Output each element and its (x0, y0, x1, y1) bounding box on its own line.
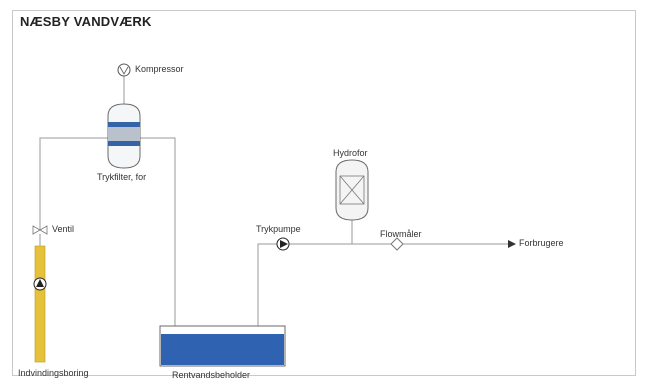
pipes (39, 76, 508, 330)
pressure-pump-icon (276, 237, 290, 251)
page-title: NÆSBY VANDVÆRK (20, 14, 152, 29)
compressor-icon (117, 63, 131, 77)
pipe-filter-ventil (39, 137, 108, 230)
label-indvindingsboring: Indvindingsboring (18, 368, 89, 378)
label-trykpumpe: Trykpumpe (256, 224, 301, 234)
arrow-to-consumers-icon (508, 240, 516, 248)
label-rentvandsbeholder: Rentvandsbeholder (172, 370, 251, 380)
diagram-frame (12, 10, 636, 376)
label-forbrugere: Forbrugere (519, 238, 564, 248)
pressure-filter-vessel (107, 103, 141, 169)
label-hydrofor: Hydrofor (333, 148, 368, 158)
label-flowmaler: Flowmåler (380, 229, 422, 239)
flowmeter-icon (390, 237, 404, 251)
hydrofor-vessel (335, 159, 369, 221)
valve-icon (32, 225, 48, 235)
label-kompressor: Kompressor (135, 64, 184, 74)
label-ventil: Ventil (52, 224, 75, 234)
pipe-filter-tank (140, 137, 176, 326)
label-trykfilter: Trykfilter, for (97, 172, 147, 182)
well-bore (33, 234, 47, 363)
clean-water-tank (159, 325, 286, 367)
pipe-tank-pump (257, 243, 278, 330)
